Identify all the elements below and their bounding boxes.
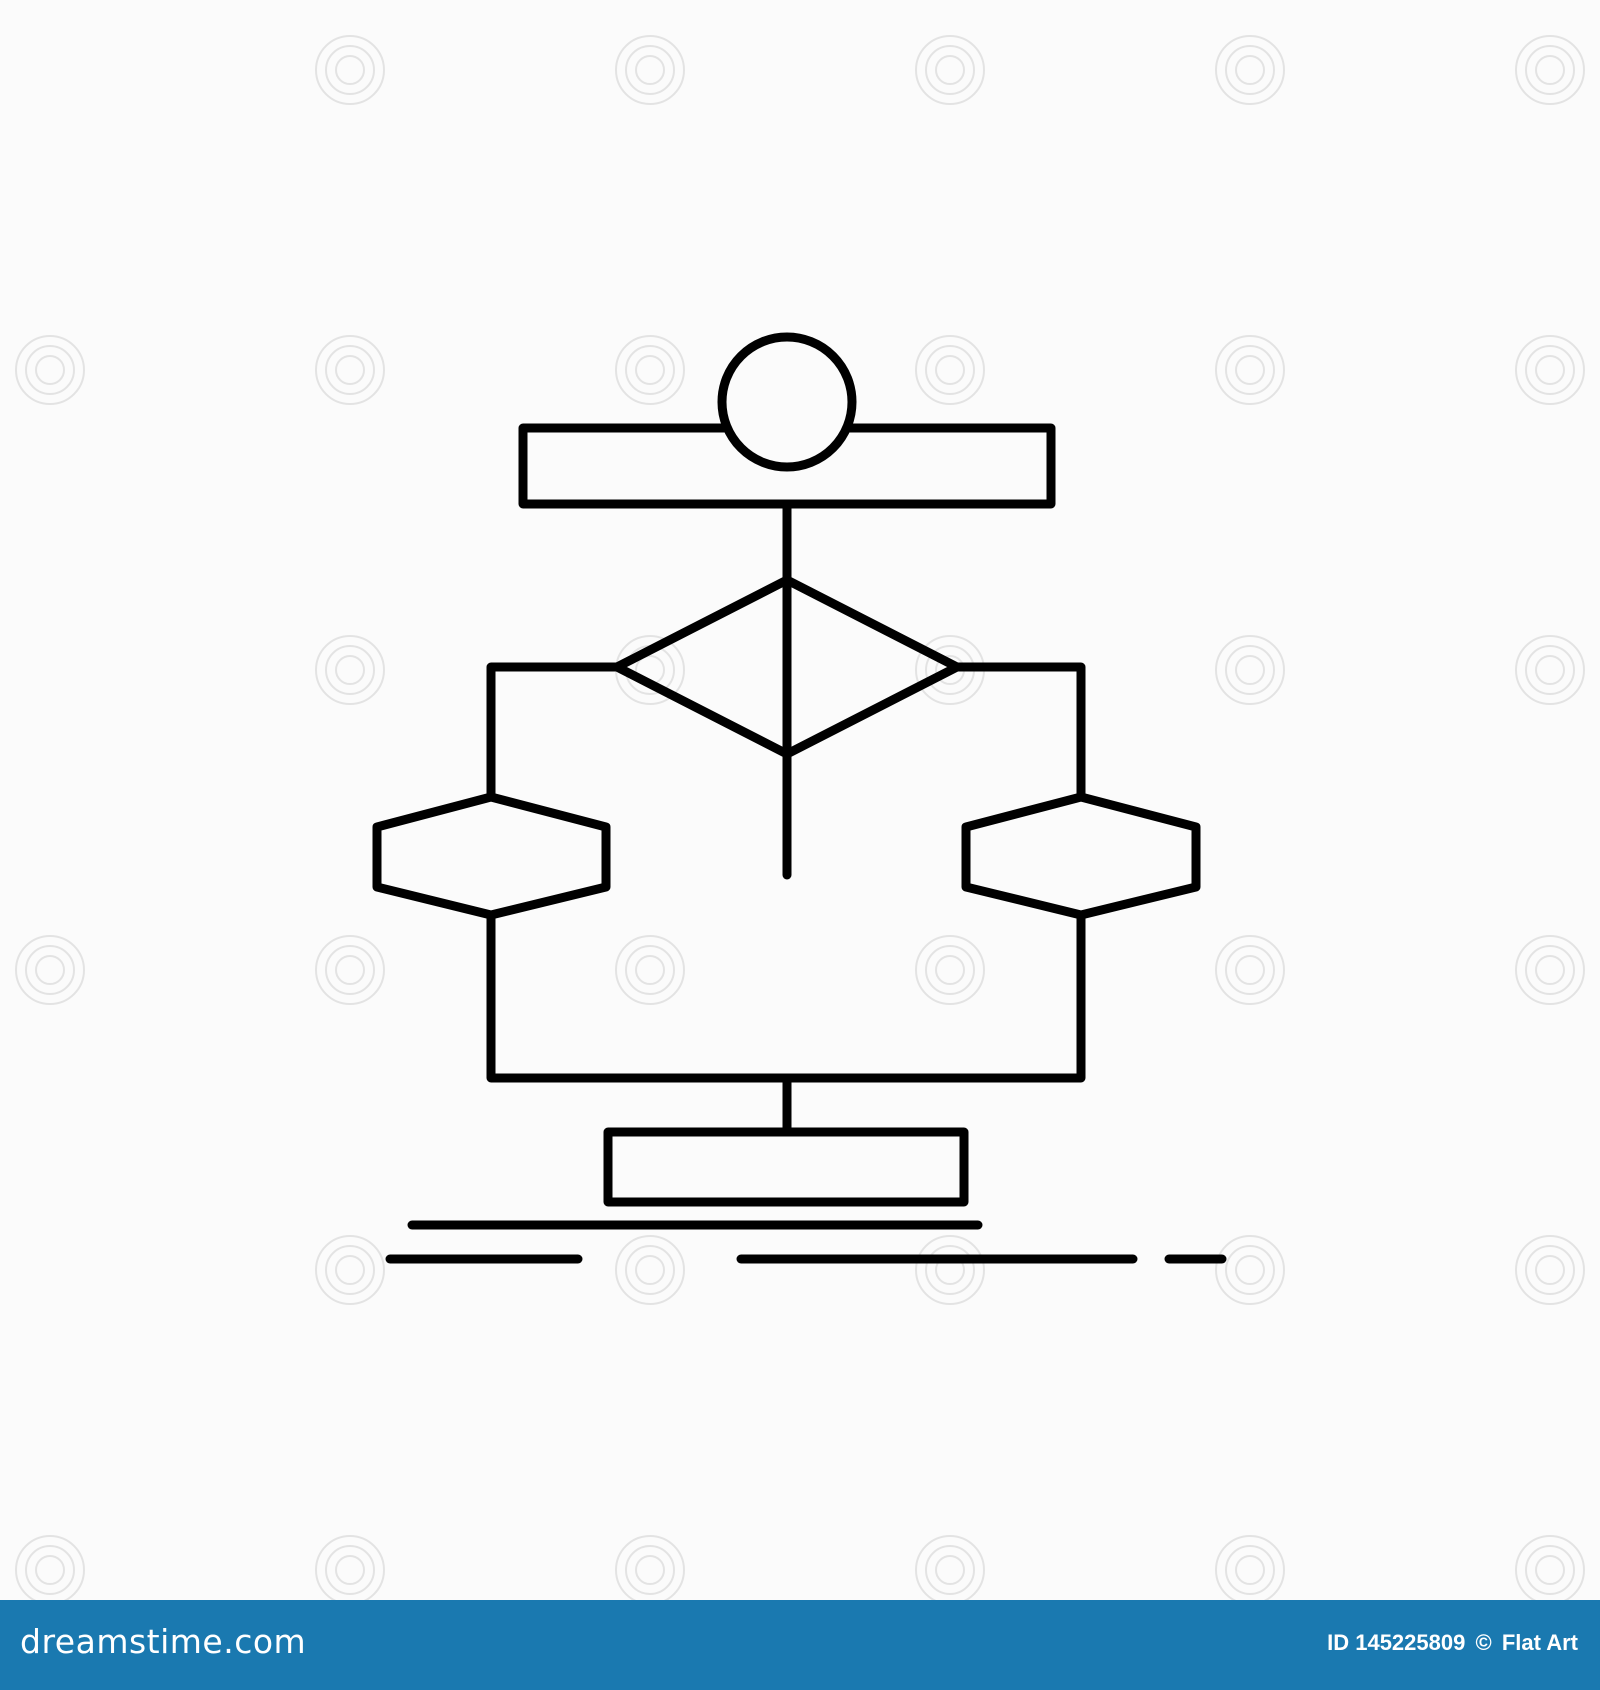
author-name: Flat Art	[1501, 1630, 1578, 1655]
image-credit: ID 145225809 © Flat Art	[1323, 1630, 1578, 1656]
start-terminator-circle	[717, 332, 857, 472]
spiral-watermark-icon	[1515, 935, 1585, 1005]
spiral-watermark-icon	[1515, 335, 1585, 405]
watermark-pattern	[15, 35, 1585, 1600]
spiral-watermark-icon	[1215, 335, 1285, 405]
right-hexagon-step	[961, 792, 1201, 920]
decision-diamond	[612, 575, 962, 759]
spiral-watermark-icon	[15, 935, 85, 1005]
spiral-watermark-icon	[1215, 1235, 1285, 1305]
spiral-watermark-icon	[915, 1535, 985, 1600]
spiral-watermark-icon	[315, 935, 385, 1005]
left-hexagon-step	[372, 792, 611, 920]
spiral-watermark-icon	[615, 1535, 685, 1600]
spiral-watermark-icon	[15, 1535, 85, 1600]
spiral-watermark-icon	[1215, 935, 1285, 1005]
spiral-watermark-icon	[615, 1235, 685, 1305]
spiral-watermark-icon	[315, 1535, 385, 1600]
spiral-watermark-icon	[315, 35, 385, 105]
spiral-watermark-icon	[915, 35, 985, 105]
algorithm-flowchart-icon	[372, 332, 1227, 1264]
merge-connector	[486, 910, 1086, 1083]
spiral-watermark-icon	[915, 935, 985, 1005]
right-branch-connector	[952, 662, 1086, 802]
spiral-watermark-icon	[1515, 635, 1585, 705]
spiral-watermark-icon	[615, 935, 685, 1005]
spiral-watermark-icon	[1215, 1535, 1285, 1600]
spiral-watermark-icon	[1215, 635, 1285, 705]
spiral-watermark-icon	[1515, 35, 1585, 105]
spiral-watermark-icon	[1215, 35, 1285, 105]
spiral-watermark-icon	[915, 1235, 985, 1305]
credit-footer: dreamstime.com ID 145225809 © Flat Art	[0, 1600, 1600, 1690]
spiral-watermark-icon	[1515, 1235, 1585, 1305]
spiral-watermark-icon	[915, 335, 985, 405]
spiral-watermark-icon	[315, 635, 385, 705]
image-id: ID 145225809	[1327, 1630, 1466, 1655]
spiral-watermark-icon	[1515, 1535, 1585, 1600]
dreamstime-logo[interactable]: dreamstime.com	[20, 1622, 307, 1661]
left-branch-connector	[486, 662, 622, 802]
spiral-watermark-icon	[615, 335, 685, 405]
spiral-watermark-icon	[615, 35, 685, 105]
spiral-watermark-icon	[315, 1235, 385, 1305]
spiral-watermark-icon	[315, 335, 385, 405]
end-process-box	[603, 1127, 969, 1207]
copyright-symbol: ©	[1475, 1630, 1492, 1655]
spiral-watermark-icon	[15, 335, 85, 405]
